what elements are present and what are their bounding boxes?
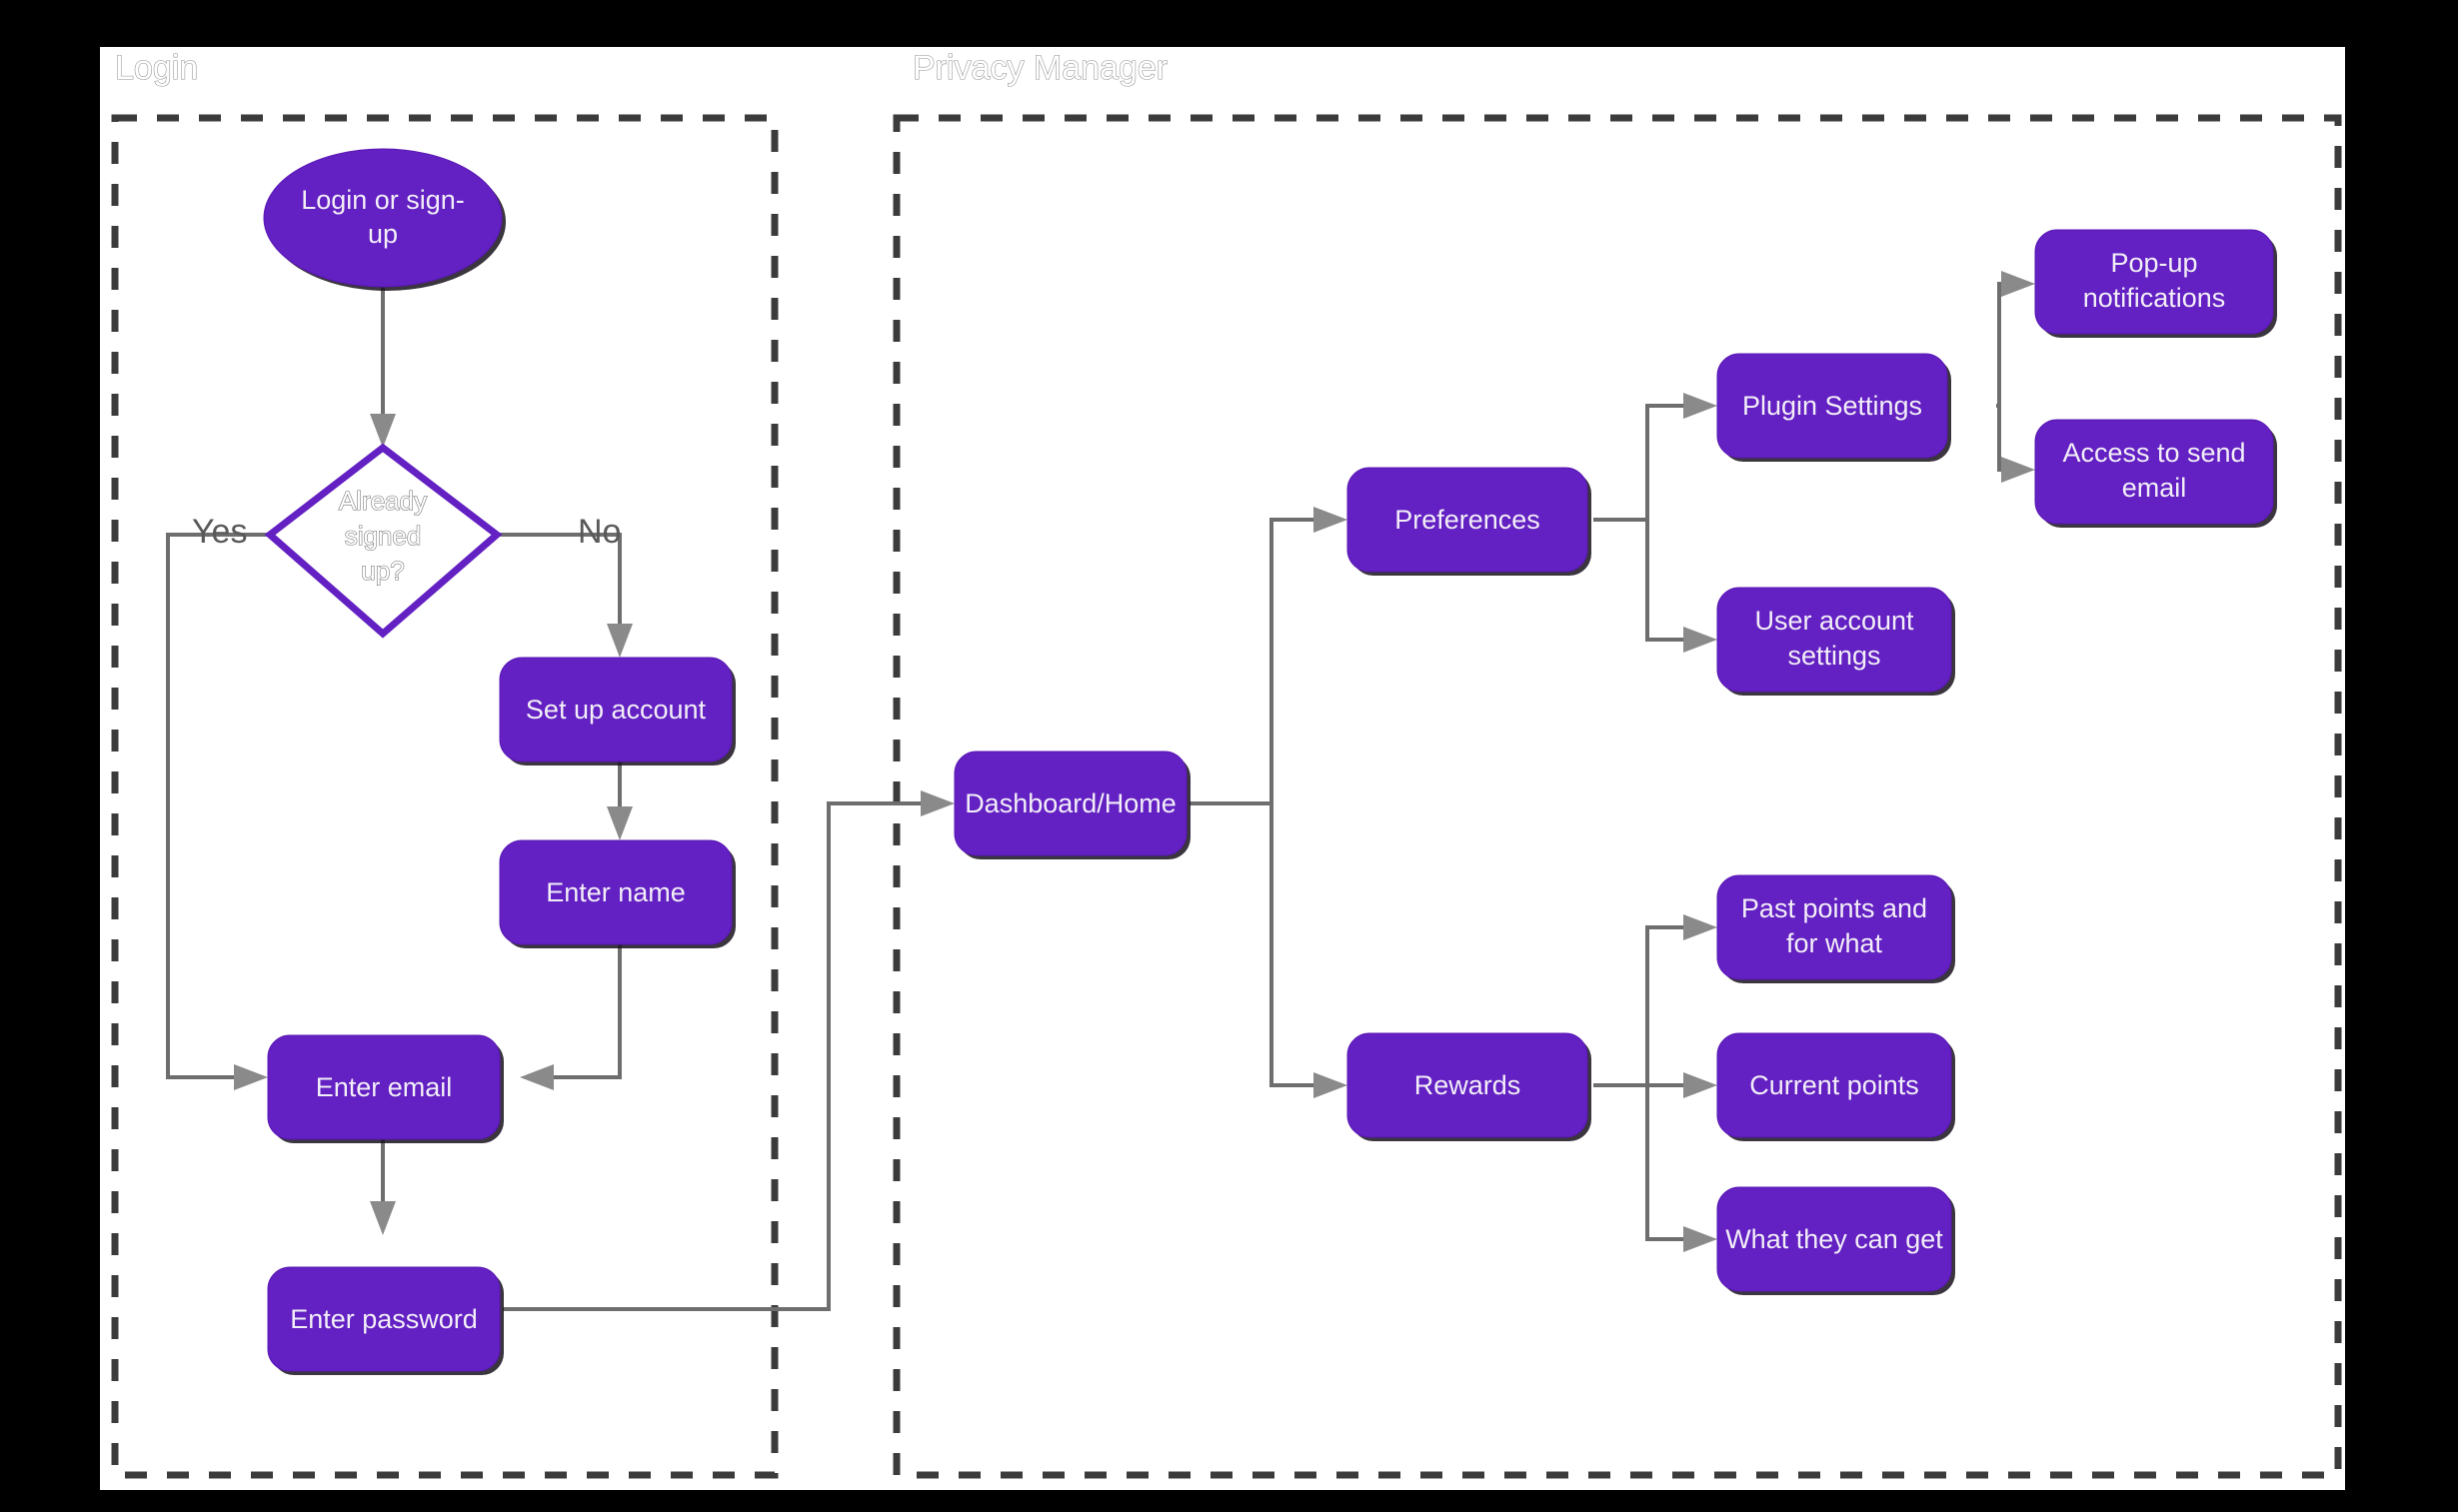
node-enter-name-shape (499, 839, 733, 945)
node-past-points-shape (1716, 874, 1952, 980)
edge-dashboard-to-preferences (1190, 507, 1347, 805)
edge-decision-yes-to-enter-email (166, 533, 270, 1090)
node-user-account-settings[interactable]: User account settings (1716, 587, 1955, 696)
node-access-send-email[interactable]: Access to send email (2034, 419, 2277, 528)
node-current-points[interactable]: Current points (1716, 1032, 1955, 1141)
lane-privacy-manager-border (893, 114, 2342, 1479)
node-start[interactable]: Login or sign- up (263, 148, 506, 291)
node-current-points-shape (1716, 1032, 1952, 1138)
edge-rewards-to-what-they-can-get (1645, 1085, 1717, 1252)
node-what-they-can-get[interactable]: What they can get (1716, 1186, 1955, 1295)
node-rewards-shape (1346, 1032, 1588, 1138)
edge-enter-password-to-dashboard (503, 790, 955, 1311)
edge-dashboard-to-rewards (1269, 803, 1347, 1098)
node-dashboard-home-shape (954, 751, 1188, 856)
edge-label-yes: Yes (192, 513, 247, 551)
node-what-they-can-get-shape (1716, 1186, 1952, 1292)
edge-plugin-settings-to-access-send-email (1997, 406, 2035, 483)
node-set-up-account[interactable]: Set up account (499, 657, 736, 765)
node-popup-notifications-shape (2034, 229, 2274, 335)
edge-set-up-account-to-enter-name (607, 761, 633, 840)
node-rewards[interactable]: Rewards (1346, 1032, 1591, 1141)
connectors (166, 271, 2035, 1311)
edge-preferences-to-user-account-settings (1645, 520, 1717, 653)
node-decision-shape (264, 443, 503, 639)
edge-label-no: No (578, 513, 621, 551)
node-set-up-account-shape (499, 657, 733, 762)
edge-rewards-to-current-points (1647, 1072, 1717, 1098)
node-user-account-settings-shape (1716, 587, 1952, 693)
node-access-send-email-shape (2034, 419, 2274, 525)
edge-enter-name-to-enter-email (520, 944, 622, 1090)
node-enter-password-shape (267, 1266, 501, 1372)
edge-plugin-settings-to-popup-notifications (1996, 271, 2035, 408)
node-decision-already-signed-up[interactable]: Already signed up? (264, 443, 503, 639)
node-plugin-settings[interactable]: Plugin Settings (1716, 353, 1951, 462)
lane-privacy-manager-title: Privacy Manager (913, 49, 1168, 87)
node-preferences[interactable]: Preferences (1346, 467, 1591, 576)
lane-login-title: Login (115, 49, 198, 87)
node-popup-notifications[interactable]: Pop-up notifications (2034, 229, 2277, 338)
edge-start-to-decision (370, 277, 396, 448)
node-enter-email[interactable]: Enter email (267, 1034, 504, 1143)
node-dashboard-home[interactable]: Dashboard/Home (954, 751, 1191, 859)
edge-decision-no-to-set-up-account (497, 533, 633, 658)
node-past-points[interactable]: Past points and for what (1716, 874, 1955, 983)
edge-preferences-to-plugin-settings (1593, 393, 1717, 522)
edge-rewards-to-past-points (1593, 914, 1717, 1087)
node-enter-password[interactable]: Enter password (267, 1266, 504, 1375)
edge-enter-email-to-enter-password (370, 1139, 396, 1235)
node-plugin-settings-shape (1716, 353, 1948, 459)
node-enter-name[interactable]: Enter name (499, 839, 736, 948)
diagram-canvas (100, 47, 2345, 1490)
node-start-shape (263, 148, 503, 288)
node-enter-email-shape (267, 1034, 501, 1140)
node-preferences-shape (1346, 467, 1588, 573)
